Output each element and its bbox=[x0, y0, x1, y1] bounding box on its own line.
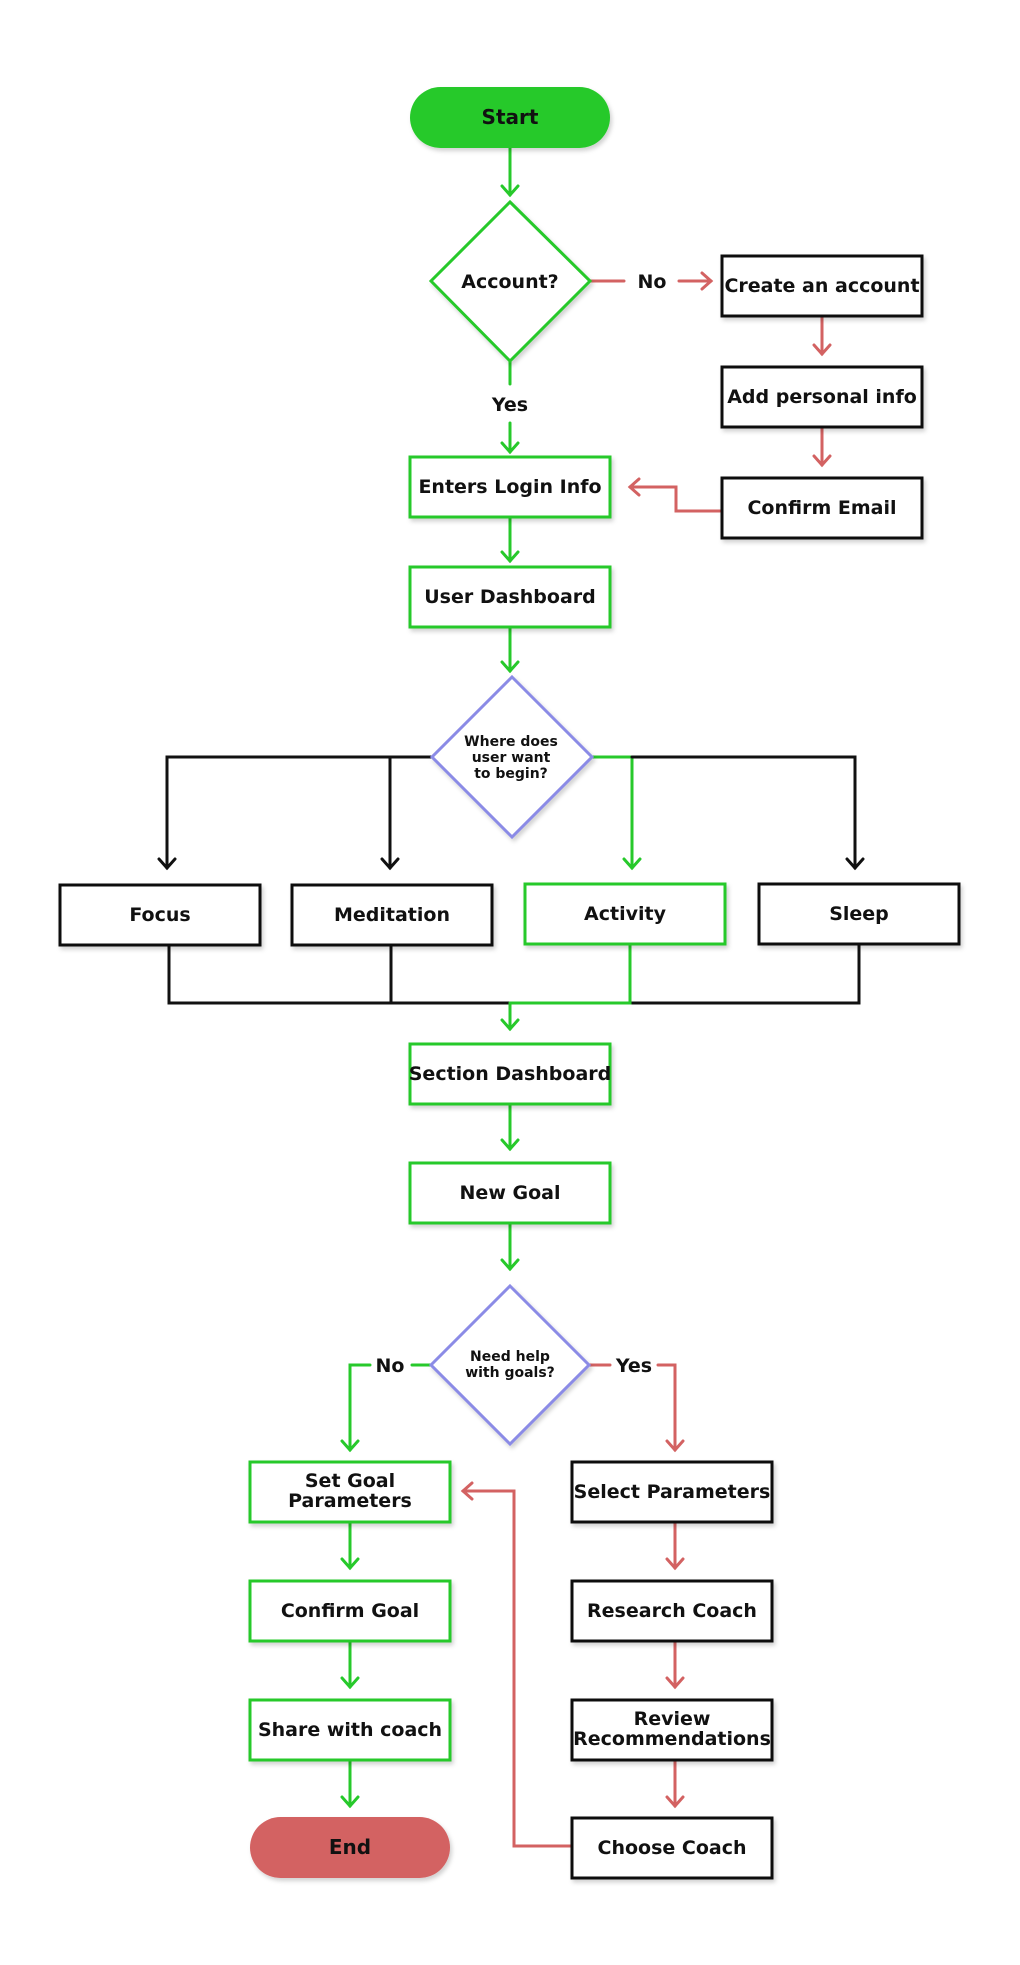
edge-yes-select bbox=[656, 1363, 677, 1452]
node-create-account: Create an account bbox=[720, 254, 924, 318]
node-review-line-2: Recommendations bbox=[573, 1728, 771, 1750]
node-where-begin-line-1: Where does bbox=[464, 734, 558, 750]
node-set-goal-parameters: Set Goal Parameters bbox=[248, 1460, 452, 1524]
node-focus: Focus bbox=[58, 883, 262, 947]
node-sleep-label: Sleep bbox=[829, 903, 889, 925]
edge-confirm-login bbox=[628, 485, 722, 513]
node-confirm-goal-label: Confirm Goal bbox=[281, 1600, 419, 1622]
arrow bbox=[340, 1795, 360, 1809]
node-add-personal-info: Add personal info bbox=[720, 365, 924, 429]
node-account-decision: Account? bbox=[428, 199, 593, 364]
edge-where-sleep bbox=[630, 755, 857, 870]
node-focus-label: Focus bbox=[129, 904, 190, 926]
arrow bbox=[460, 1481, 474, 1501]
edge-label-account-no: No bbox=[638, 271, 667, 293]
edge-label-help-yes: Yes bbox=[615, 1355, 652, 1377]
node-set-goal-line-2: Parameters bbox=[288, 1490, 412, 1512]
node-meditation-label: Meditation bbox=[334, 904, 450, 926]
node-set-goal-line-1: Set Goal bbox=[305, 1470, 395, 1492]
node-new-goal-label: New Goal bbox=[460, 1182, 561, 1204]
node-end-label: End bbox=[329, 1835, 371, 1859]
node-where-begin-line-2: user want bbox=[472, 750, 551, 766]
node-start: Start bbox=[410, 87, 610, 148]
node-end: End bbox=[250, 1817, 450, 1878]
edge-where-activity bbox=[590, 755, 634, 870]
node-choose-coach: Choose Coach bbox=[570, 1816, 774, 1880]
arrow bbox=[665, 1439, 685, 1453]
arrow bbox=[700, 271, 714, 291]
node-create-account-label: Create an account bbox=[724, 275, 919, 297]
arrow bbox=[845, 857, 865, 871]
node-need-help-decision: Need help with goals? bbox=[428, 1283, 592, 1447]
arrow bbox=[340, 1557, 360, 1571]
arrow bbox=[157, 857, 177, 871]
edge-focus-merge bbox=[167, 943, 512, 1005]
node-start-label: Start bbox=[482, 105, 539, 129]
arrow bbox=[500, 660, 520, 674]
arrow bbox=[812, 454, 832, 468]
node-select-parameters: Select Parameters bbox=[570, 1460, 774, 1524]
edge-sleep-merge bbox=[628, 943, 861, 1005]
node-review-line-1: Review bbox=[634, 1708, 711, 1730]
arrow bbox=[500, 1138, 520, 1152]
arrow bbox=[627, 477, 641, 497]
node-choose-coach-label: Choose Coach bbox=[598, 1837, 747, 1859]
node-section-dashboard-label: Section Dashboard bbox=[409, 1063, 612, 1085]
edge-label-help-no: No bbox=[376, 1355, 405, 1377]
node-meditation: Meditation bbox=[290, 883, 494, 947]
node-new-goal: New Goal bbox=[408, 1161, 612, 1225]
node-confirm-email: Confirm Email bbox=[720, 476, 924, 540]
node-research-coach-label: Research Coach bbox=[587, 1600, 757, 1622]
node-enters-login: Enters Login Info bbox=[408, 455, 612, 519]
arrow bbox=[665, 1676, 685, 1690]
node-user-dashboard-label: User Dashboard bbox=[424, 586, 595, 608]
node-activity-label: Activity bbox=[584, 903, 667, 925]
arrow bbox=[812, 343, 832, 357]
arrow bbox=[500, 1258, 520, 1272]
node-user-dashboard: User Dashboard bbox=[408, 565, 612, 629]
node-select-parameters-label: Select Parameters bbox=[574, 1481, 771, 1503]
node-where-begin-line-3: to begin? bbox=[474, 766, 548, 782]
arrow bbox=[340, 1676, 360, 1690]
edge-choose-setgoal bbox=[461, 1489, 574, 1848]
arrow bbox=[665, 1795, 685, 1809]
node-share-with-coach: Share with coach bbox=[248, 1698, 452, 1762]
edge-where-focus bbox=[165, 755, 434, 870]
node-sleep: Sleep bbox=[757, 882, 961, 946]
node-review-recommendations: Review Recommendations bbox=[570, 1698, 774, 1762]
edge-label-account-yes: Yes bbox=[491, 394, 528, 416]
arrow bbox=[500, 1018, 520, 1032]
node-confirm-email-label: Confirm Email bbox=[747, 497, 896, 519]
node-share-with-coach-label: Share with coach bbox=[258, 1719, 442, 1741]
arrow bbox=[665, 1557, 685, 1571]
arrow bbox=[340, 1439, 360, 1453]
node-enters-login-label: Enters Login Info bbox=[418, 476, 601, 498]
arrow bbox=[500, 184, 520, 198]
arrow bbox=[500, 441, 520, 455]
node-research-coach: Research Coach bbox=[570, 1579, 774, 1643]
arrow bbox=[500, 550, 520, 564]
node-confirm-goal: Confirm Goal bbox=[248, 1579, 452, 1643]
arrow bbox=[622, 857, 642, 871]
node-where-begin-decision: Where does user want to begin? bbox=[429, 674, 595, 840]
node-account-label: Account? bbox=[461, 271, 558, 293]
node-need-help-line-1: Need help bbox=[470, 1349, 550, 1365]
edge-activity-merge bbox=[508, 943, 632, 1005]
node-need-help-line-2: with goals? bbox=[465, 1365, 555, 1381]
arrow bbox=[380, 857, 400, 871]
edge-no-setgoal bbox=[348, 1363, 372, 1452]
node-section-dashboard: Section Dashboard bbox=[408, 1042, 612, 1106]
node-activity: Activity bbox=[523, 882, 727, 946]
node-add-personal-info-label: Add personal info bbox=[727, 386, 917, 408]
